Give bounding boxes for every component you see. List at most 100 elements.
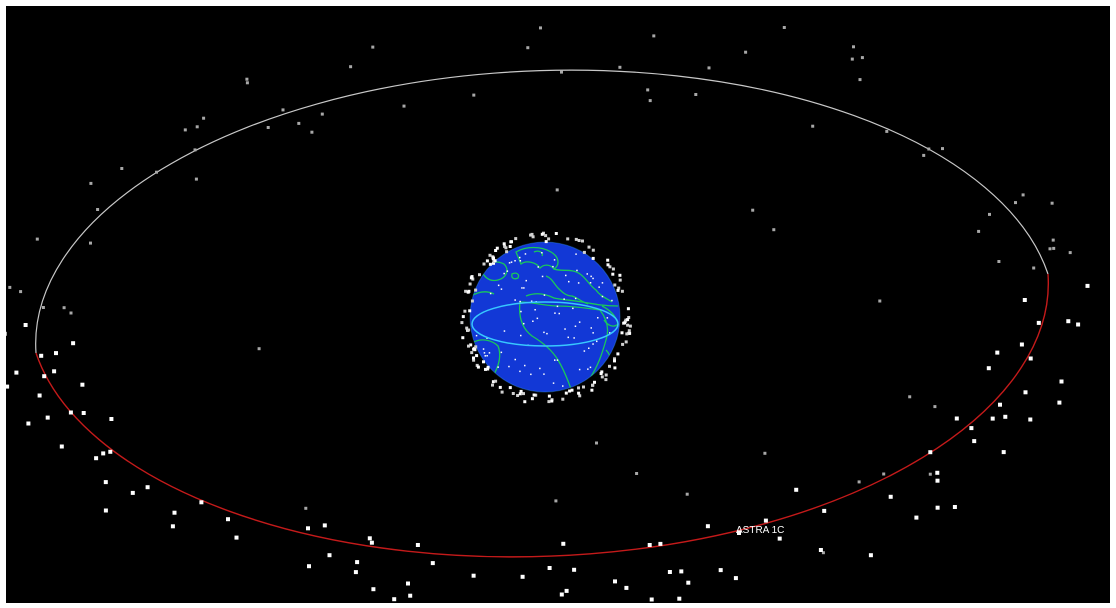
satellite-marker <box>468 282 472 286</box>
satellite-marker <box>503 244 507 248</box>
satellite-marker <box>307 564 311 569</box>
satellite-marker <box>625 332 629 336</box>
satellite-marker <box>858 78 862 82</box>
satellite-marker <box>472 358 476 362</box>
satellite-marker <box>550 399 554 403</box>
earth-surface-dot <box>524 364 526 367</box>
satellite-marker <box>465 326 469 330</box>
satellite-marker <box>616 352 620 356</box>
satellite-marker <box>183 128 187 132</box>
orbit-back-arc <box>35 69 1049 354</box>
satellite-marker <box>544 240 548 244</box>
satellite-marker <box>37 393 42 398</box>
earth-surface-dot <box>482 348 485 350</box>
satellite-marker <box>627 329 631 333</box>
satellite-marker <box>68 410 73 415</box>
satellite-marker <box>582 250 586 254</box>
earth-surface-dot <box>484 355 486 357</box>
satellite-marker <box>882 472 886 476</box>
earth-surface-dot <box>539 367 541 370</box>
satellite-marker <box>990 416 995 421</box>
satellite-marker <box>591 383 595 387</box>
satellite-marker <box>306 526 310 531</box>
satellite-marker <box>469 343 473 347</box>
satellite-marker <box>972 439 977 444</box>
satellite-marker <box>371 587 376 592</box>
satellite-marker <box>96 208 100 211</box>
satellite-marker <box>467 328 471 332</box>
satellite-marker <box>878 299 882 303</box>
satellite-marker <box>494 379 498 383</box>
satellite-marker <box>518 392 522 396</box>
earth-surface-dot <box>567 336 569 339</box>
satellite-marker <box>572 567 577 572</box>
earth-equator-line <box>471 301 619 347</box>
satellite-marker <box>1028 356 1033 361</box>
astra-1c-marker[interactable] <box>737 531 741 535</box>
satellite-marker <box>599 372 603 375</box>
satellite-marker <box>469 276 473 280</box>
earth-surface-dot <box>541 252 543 254</box>
satellite-marker <box>582 385 585 389</box>
satellite-marker <box>608 364 611 368</box>
earth-surface-dot <box>541 275 544 278</box>
satellite-marker <box>463 309 467 313</box>
satellite-marker <box>763 451 767 455</box>
satellite-marker <box>371 45 375 49</box>
earth-surface-dot <box>597 317 599 319</box>
satellite-marker <box>120 167 124 170</box>
satellite-marker <box>613 366 617 370</box>
earth-surface-dot <box>574 325 577 327</box>
satellite-marker <box>130 490 135 495</box>
satellite-marker <box>369 540 374 545</box>
satellite-marker <box>1050 201 1054 205</box>
satellite-marker <box>649 597 654 602</box>
satellite-marker <box>460 321 464 325</box>
satellite-marker <box>42 374 47 379</box>
satellite-marker <box>646 88 650 92</box>
satellite-marker <box>367 536 372 541</box>
satellite-marker <box>1059 379 1064 384</box>
earth-surface-dot <box>554 359 556 361</box>
earth-surface-dot <box>546 332 548 335</box>
satellite-marker <box>647 543 652 547</box>
earth-surface-dot <box>575 253 577 255</box>
satellite-marker <box>868 553 873 558</box>
satellite-marker <box>349 65 353 69</box>
satellite-marker <box>626 307 630 311</box>
satellite-marker <box>554 499 558 503</box>
satellite-marker <box>41 306 45 309</box>
satellite-marker <box>19 290 23 294</box>
satellite-marker <box>539 26 542 30</box>
earth-surface-dot <box>583 350 586 352</box>
satellite-marker <box>952 505 957 509</box>
earth-surface-dot <box>609 332 611 334</box>
satellite-marker <box>71 341 76 346</box>
satellite-marker <box>626 318 630 322</box>
satellite-marker <box>392 597 397 602</box>
satellite-marker <box>857 480 861 484</box>
earth-surface-dot <box>562 385 564 387</box>
satellite-marker <box>52 369 57 374</box>
earth-surface-dot <box>530 300 533 302</box>
satellite-marker <box>500 390 504 394</box>
satellite-marker <box>578 394 582 398</box>
satellite-marker <box>623 321 626 325</box>
satellite-marker <box>685 492 689 496</box>
low-orbit-satellites <box>460 231 632 404</box>
satellite-marker <box>635 472 639 475</box>
satellite-marker <box>611 272 615 276</box>
satellite-marker <box>108 449 113 454</box>
highlighted-satellite[interactable]: ASTRA 1C <box>736 525 784 536</box>
satellite-marker <box>677 596 682 601</box>
earth-surface-dot <box>587 368 589 370</box>
satellite-marker <box>471 573 476 578</box>
earth-surface-dot <box>523 322 525 325</box>
satellite-marker <box>494 249 498 252</box>
satellite-marker <box>733 576 738 581</box>
satellite-marker <box>568 389 572 393</box>
satellite-marker <box>195 125 199 129</box>
satellite-marker <box>193 148 197 152</box>
earth-surface-dots <box>475 252 613 387</box>
satellite-marker <box>320 112 324 116</box>
